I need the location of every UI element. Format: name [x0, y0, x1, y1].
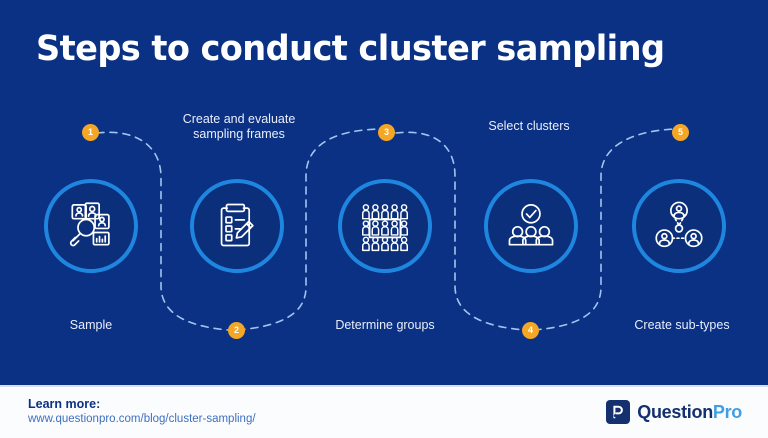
step-circle-1[interactable] — [44, 179, 138, 273]
logo-word-question: Question — [637, 401, 713, 422]
step-caption-3: Determine groups — [335, 318, 435, 332]
logo-word-pro: Pro — [712, 401, 742, 422]
step-caption-5: Create sub-types — [634, 318, 730, 332]
people-check-icon — [508, 204, 554, 246]
clipboard-checklist-pencil-icon — [220, 203, 254, 247]
learn-more-label: Learn more: — [28, 397, 101, 411]
learn-more-url[interactable]: www.questionpro.com/blog/cluster-samplin… — [28, 413, 256, 425]
footer-bar: Learn more: www.questionpro.com/blog/clu… — [0, 385, 768, 438]
page-title: Steps to conduct cluster sampling — [36, 29, 665, 69]
questionpro-wordmark: QuestionPro — [637, 402, 742, 423]
step-circle-2[interactable] — [190, 179, 284, 273]
steps-diagram: Sample 1 Create and evaluate sampling fr… — [0, 96, 768, 364]
step-caption-2: Create and evaluate sampling frames — [182, 112, 296, 141]
step-circle-5[interactable] — [632, 179, 726, 273]
step-badge-4: 4 — [522, 322, 539, 339]
step-badge-1: 1 — [82, 124, 99, 141]
p-glyph-icon — [613, 405, 624, 419]
step-badge-3: 3 — [378, 124, 395, 141]
questionpro-logo[interactable]: QuestionPro — [606, 400, 742, 424]
step-badge-5: 5 — [672, 124, 689, 141]
step-caption-4: Select clusters — [488, 119, 570, 133]
step-circle-4[interactable] — [484, 179, 578, 273]
people-search-icon — [69, 202, 110, 247]
step-circle-3[interactable] — [338, 179, 432, 273]
step-caption-1: Sample — [69, 318, 113, 332]
people-grid-group-icon — [362, 204, 408, 252]
questionpro-p-mark-icon — [606, 400, 631, 424]
step-badge-2: 2 — [228, 322, 245, 339]
people-network-icon — [655, 201, 703, 248]
